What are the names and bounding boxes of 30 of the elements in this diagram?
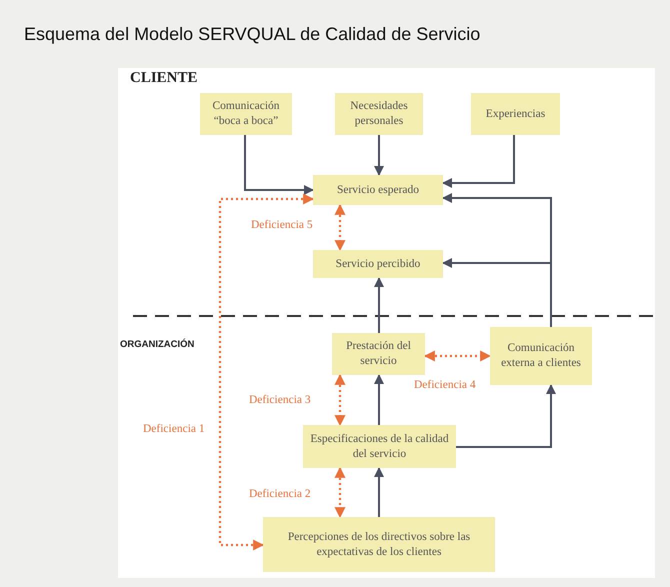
arrow xyxy=(424,350,492,362)
process-box: Comunicación “boca a boca” xyxy=(200,93,292,135)
arrow xyxy=(218,194,314,550)
arrow xyxy=(374,135,384,176)
section-label: CLIENTE xyxy=(130,70,198,87)
section-label: ORGANIZACIÓN xyxy=(120,339,194,350)
arrow xyxy=(374,467,384,517)
process-box: Necesidades personales xyxy=(335,93,423,135)
process-box: Comunicación externa a clientes xyxy=(490,327,592,385)
edge-label: Deficiencia 1 xyxy=(142,423,206,435)
arrow xyxy=(442,135,515,188)
edge-label: Deficiencia 3 xyxy=(248,394,312,406)
arrow xyxy=(374,374,384,425)
arrow xyxy=(374,277,384,333)
process-box: Experiencias xyxy=(471,93,560,135)
arrow xyxy=(334,466,346,518)
edge-label: Deficiencia 2 xyxy=(248,488,312,500)
diagram-title: Esquema del Modelo SERVQUAL de Calidad de Servicio xyxy=(24,24,480,45)
arrow xyxy=(244,135,314,195)
edge-label: Deficiencia 5 xyxy=(250,219,314,231)
arrow xyxy=(442,258,552,327)
process-box: Servicio percibido xyxy=(313,250,443,278)
process-box: Prestación del servicio xyxy=(332,333,425,375)
process-box: Servicio esperado xyxy=(313,175,443,205)
arrow xyxy=(456,384,556,448)
process-box: Especificaciones de la calidad del servicio xyxy=(303,425,456,468)
edge-label: Deficiencia 4 xyxy=(413,379,477,391)
arrow xyxy=(334,204,346,252)
process-box: Percepciones de los directivos sobre las expectativas de los clientes xyxy=(263,517,495,572)
arrow xyxy=(334,374,346,426)
